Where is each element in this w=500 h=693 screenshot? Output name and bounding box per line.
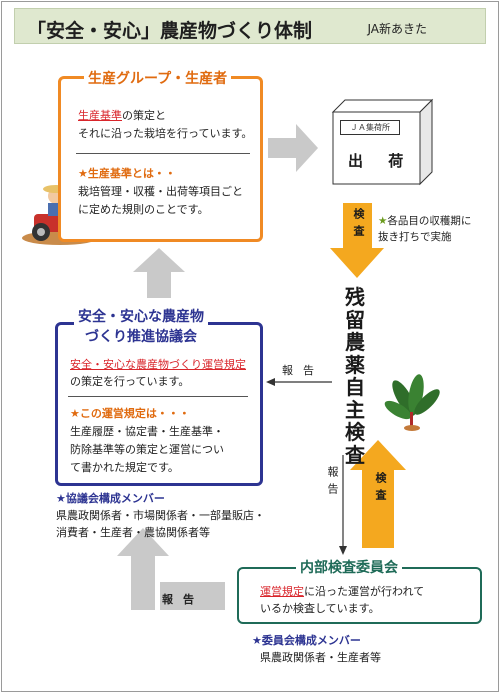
council-heading: 安全・安心な農産物 づくり推進協議会: [74, 307, 208, 347]
residue-inspection-title: 残留農薬自主検査: [345, 285, 365, 467]
council-rule-name: 安全・安心な農産物づくり運営規定: [70, 358, 246, 371]
report-to-committee-label: 報告: [326, 466, 339, 500]
producer-definition-line1: 栽培管理・収穫・出荷等項目ごと: [78, 185, 243, 198]
inspection-note-line2: 抜き打ちで実施: [378, 231, 452, 243]
producer-divider: [76, 153, 250, 154]
arrow-up-to-producer: [133, 248, 185, 298]
committee-text-line2: いるか検査しています。: [260, 602, 380, 615]
spinach-illustration: [384, 374, 440, 431]
shipping-label: 出 荷: [348, 152, 414, 170]
page-title: 「安全・安心」農産物づくり体制: [27, 20, 313, 42]
committee-members-heading: ★委員会構成メンバー: [252, 634, 361, 647]
producer-standard-text: 生産基準の策定と: [78, 107, 166, 125]
warehouse-illustration: [331, 98, 434, 186]
producer-group-heading: 生産グループ・生産者: [84, 68, 232, 88]
committee-heading: 内部検査委員会: [296, 557, 402, 577]
council-divider: [68, 396, 248, 397]
inspection-note: ★各品目の収穫期に: [378, 213, 471, 229]
council-definition-line3: て書かれた規定です。: [70, 461, 179, 474]
committee-text-rest: に沿った運営が行われて: [304, 585, 425, 598]
ja-collection-sign: ＪＡ集荷所: [340, 120, 400, 135]
council-members-line1: 県農政関係者・市場関係者・一部量販店・: [56, 509, 265, 522]
council-definition-heading: ★この運営規定は・・・: [70, 407, 190, 420]
producer-definition-heading: ★生産基準とは・・: [78, 167, 176, 180]
council-heading-line1: 安全・安心な農産物: [78, 309, 204, 325]
producer-standard-text-rest: の策定と: [122, 109, 166, 122]
organization-name: JA新あきた: [367, 22, 427, 36]
arrow-report-to-council: [160, 582, 225, 610]
council-box: [55, 322, 263, 486]
committee-rule-term: 運営規定: [260, 585, 304, 598]
council-members-heading: ★協議会構成メンバー: [56, 492, 165, 505]
committee-text: 運営規定に沿った運営が行われて: [260, 583, 424, 601]
arrow-inspection-down: [330, 203, 384, 278]
council-heading-line2: づくり推進協議会: [85, 329, 197, 345]
report-to-council-label: 報告: [282, 364, 324, 377]
council-definition-line1: 生産履歴・協定書・生産基準・: [70, 425, 224, 438]
arrow-inspection-up: [350, 440, 406, 548]
producer-definition-line2: に定めた規則のことです。: [78, 203, 209, 216]
producer-standard-line2: それに沿った栽培を行っています。: [78, 127, 253, 140]
report-bottom-label: 報告: [162, 593, 204, 606]
inspection-up-label: 検査: [374, 472, 387, 506]
arrow-to-shipping: [268, 124, 318, 172]
inspection-note-star: ★: [378, 215, 388, 227]
committee-members-line1: 県農政関係者・生産者等: [260, 651, 381, 664]
council-rule-text: の策定を行っています。: [70, 375, 190, 388]
inspection-down-label: 検査: [352, 208, 365, 242]
council-members-line2: 消費者・生産者・農協関係者等: [56, 526, 210, 539]
council-definition-line2: 防除基準等の策定と運営につい: [70, 443, 224, 456]
title-bar: 「安全・安心」農産物づくり体制 JA新あきた: [14, 8, 486, 44]
inspection-note-line1: 各品目の収穫期に: [387, 215, 472, 227]
producer-standard-term: 生産基準: [78, 109, 122, 122]
